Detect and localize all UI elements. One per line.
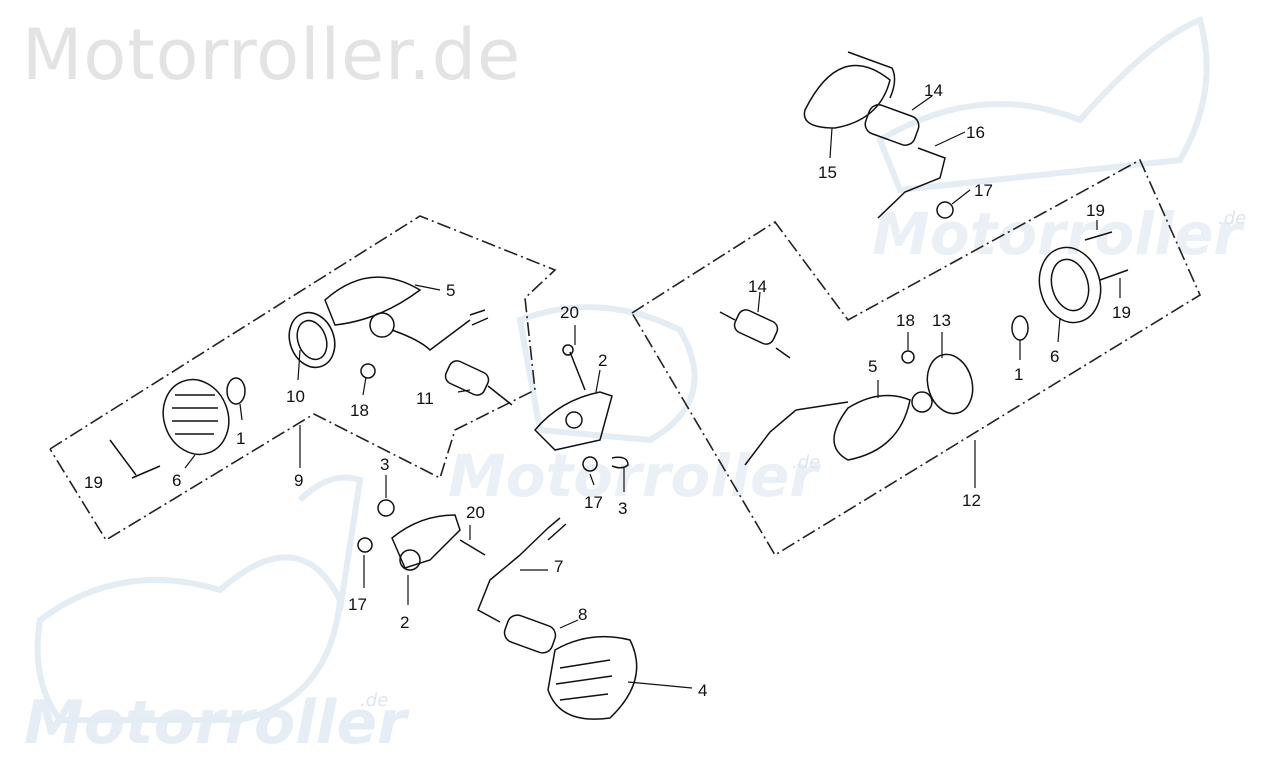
callout-6: 6 [172, 471, 181, 490]
callout-17b: 17 [584, 493, 603, 512]
group-box-right [631, 158, 1202, 557]
watermark-scooter-icons [34, 15, 1210, 723]
leader-lines [184, 95, 1121, 689]
callout-14b: 14 [748, 277, 767, 296]
callout-5b: 5 [868, 357, 877, 376]
callout-17: 17 [348, 595, 367, 614]
watermark-mid: Motorroller [448, 442, 818, 510]
callout-2: 2 [400, 613, 409, 632]
watermark-mid-suffix: .de [792, 452, 821, 473]
indicator-top-assembly [803, 51, 954, 219]
callout-19c: 19 [1112, 303, 1131, 322]
callout-19: 19 [84, 473, 103, 492]
callout-20b: 20 [560, 303, 579, 322]
indicator-left-assembly [109, 276, 513, 479]
watermark-right: Motorroller [872, 200, 1242, 268]
callout-15: 15 [818, 163, 837, 182]
watermark-right-suffix: .de [1218, 208, 1247, 229]
indicator-bottom-assembly [477, 517, 638, 720]
callout-11: 11 [416, 389, 434, 408]
indicator-right-assembly [719, 231, 1129, 466]
callout-7: 7 [554, 557, 563, 576]
callout-17c: 17 [974, 181, 993, 200]
callout-20: 20 [466, 503, 485, 522]
callout-13: 13 [932, 311, 951, 330]
callout-labels: 5 10 18 11 1 6 9 19 3 17 2 20 7 8 4 20 2… [84, 81, 1131, 700]
callout-3: 3 [380, 455, 389, 474]
watermark-bottom-suffix: .de [360, 690, 389, 711]
callout-1: 1 [236, 429, 245, 448]
callout-19b: 19 [1086, 201, 1105, 220]
callout-2b: 2 [598, 351, 607, 370]
callout-6b: 6 [1050, 347, 1059, 366]
callout-10: 10 [286, 387, 305, 406]
callout-14: 14 [924, 81, 943, 100]
callout-18b: 18 [896, 311, 915, 330]
bracket-parts [357, 344, 629, 571]
callout-18: 18 [350, 401, 369, 420]
callout-16: 16 [966, 123, 985, 142]
callout-1b: 1 [1014, 365, 1023, 384]
callout-9: 9 [294, 471, 303, 490]
group-box-left [49, 215, 557, 542]
watermark-top: Motorroller.de [22, 14, 522, 96]
callout-3b: 3 [618, 499, 627, 518]
callout-5: 5 [446, 281, 455, 300]
callout-12: 12 [962, 491, 981, 510]
callout-8: 8 [578, 605, 587, 624]
callout-4: 4 [698, 681, 707, 700]
